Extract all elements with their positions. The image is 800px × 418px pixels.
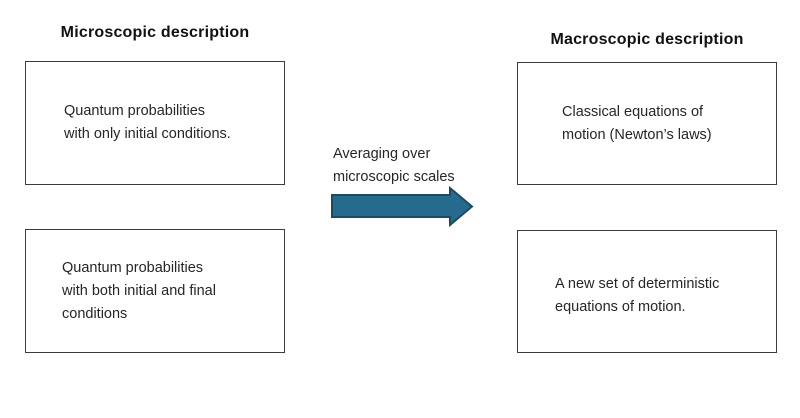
box-classical-equations: Classical equations of motion (Newton’s … bbox=[517, 62, 777, 185]
box-text-line: A new set of deterministic bbox=[555, 275, 720, 292]
box-quantum-initial-only: Quantum probabilities with only initial … bbox=[25, 61, 285, 185]
box-text-line: equations of motion. bbox=[555, 298, 686, 315]
averaging-label: Averaging over microscopic scales bbox=[333, 143, 455, 189]
box-text-line: conditions bbox=[62, 305, 128, 322]
box-text-line: Quantum probabilities bbox=[62, 259, 204, 276]
box-quantum-initial-and-final: Quantum probabilities with both initial … bbox=[25, 229, 285, 353]
box-text-line: Quantum probabilities bbox=[64, 103, 206, 119]
box-text-line: motion (Newton’s laws) bbox=[562, 126, 712, 143]
microscopic-column-title: Microscopic description bbox=[60, 24, 250, 41]
averaging-label-line: Averaging over bbox=[333, 146, 431, 162]
box-new-deterministic-equations: A new set of deterministic equations of … bbox=[517, 230, 777, 353]
box-text-line: with only initial conditions. bbox=[64, 126, 231, 142]
right-block-arrow-icon bbox=[331, 185, 474, 227]
right-block-arrow-shape bbox=[331, 185, 474, 227]
box-text-line: Classical equations of bbox=[562, 103, 704, 120]
averaging-label-line: microscopic scales bbox=[333, 169, 455, 185]
macroscopic-column-title: Macroscopic description bbox=[550, 31, 744, 48]
box-text-line: with both initial and final bbox=[62, 282, 216, 299]
